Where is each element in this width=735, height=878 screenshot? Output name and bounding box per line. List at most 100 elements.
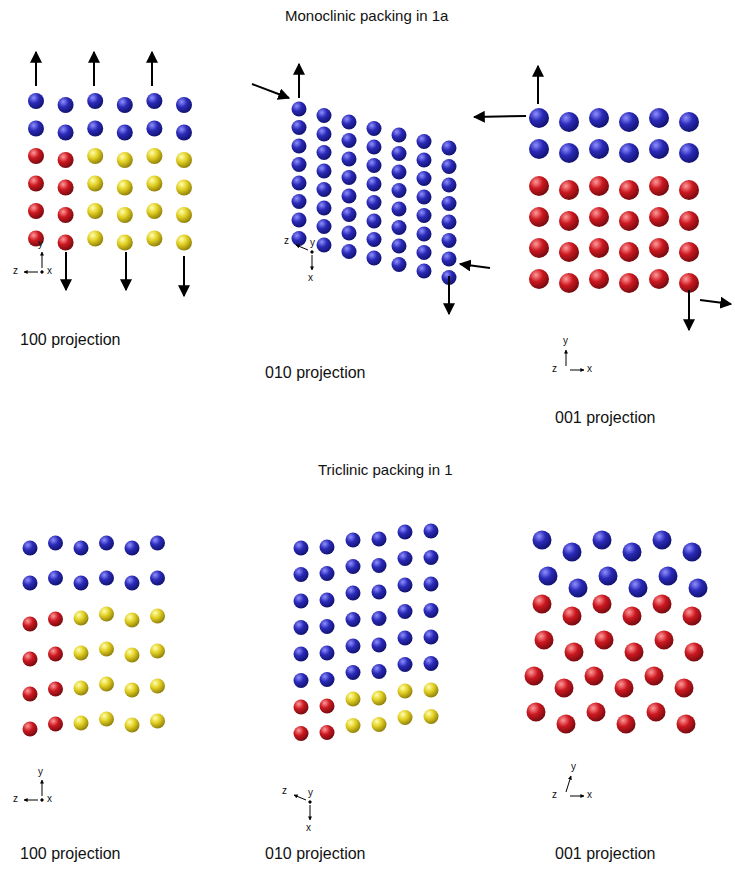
molecule-sphere	[675, 679, 694, 698]
molecule-sphere	[392, 146, 407, 161]
molecule-sphere	[99, 607, 114, 622]
molecule-sphere	[442, 178, 457, 193]
molecule-sphere	[342, 133, 357, 148]
molecule-sphere	[28, 121, 44, 137]
molecule-sphere	[392, 128, 407, 143]
molecule-sphere	[292, 120, 307, 135]
molecule-sphere	[649, 238, 669, 258]
molecule-sphere	[677, 715, 696, 734]
molecule-sphere	[679, 211, 699, 231]
molecule-sphere	[74, 716, 89, 731]
molecule-sphere	[23, 576, 38, 591]
molecule-sphere	[589, 108, 609, 128]
molecule-sphere	[398, 631, 413, 646]
molecule-sphere	[346, 692, 361, 707]
molecule-sphere	[679, 143, 699, 163]
molecule-sphere	[589, 139, 609, 159]
molecule-sphere	[392, 239, 407, 254]
molecule-sphere	[346, 718, 361, 733]
molecule-sphere	[417, 245, 432, 260]
molecule-sphere	[653, 595, 672, 614]
molecule-sphere	[320, 540, 335, 555]
molecule-sphere	[48, 717, 63, 732]
molecule-sphere	[625, 643, 644, 662]
molecule-sphere	[146, 121, 162, 137]
molecule-sphere	[619, 180, 639, 200]
molecule-sphere	[424, 656, 439, 671]
molecule-sphere	[317, 201, 332, 216]
molecule-sphere	[533, 595, 552, 614]
molecule-sphere	[529, 139, 549, 159]
projection-label: 010 projection	[265, 365, 366, 381]
molecule-sphere	[653, 531, 672, 550]
molecule-sphere	[125, 613, 140, 628]
molecule-sphere	[320, 566, 335, 581]
axis-letter: x	[47, 794, 52, 804]
molecule-sphere	[593, 531, 612, 550]
projection-label: 100 projection	[20, 846, 121, 862]
molecule-sphere	[398, 604, 413, 619]
molecule-sphere	[372, 611, 387, 626]
molecule-sphere	[398, 684, 413, 699]
molecule-sphere	[28, 176, 44, 192]
molecule-sphere	[346, 665, 361, 680]
figure-heading: Monoclinic packing in 1a	[285, 8, 448, 23]
sphere-array	[23, 93, 708, 741]
molecule-sphere	[367, 232, 382, 247]
molecule-sphere	[176, 97, 192, 113]
molecule-sphere	[535, 631, 554, 650]
molecule-sphere	[74, 611, 89, 626]
molecule-sphere	[629, 579, 648, 598]
molecule-sphere	[619, 273, 639, 293]
molecule-sphere	[398, 551, 413, 566]
molecule-sphere	[529, 269, 549, 289]
molecule-sphere	[442, 252, 457, 267]
molecule-sphere	[294, 567, 309, 582]
molecule-sphere	[146, 203, 162, 219]
molecule-sphere	[125, 541, 140, 556]
molecule-sphere	[555, 679, 574, 698]
molecule-sphere	[48, 571, 63, 586]
molecule-sphere	[424, 683, 439, 698]
molecule-sphere	[176, 180, 192, 196]
molecule-sphere	[587, 703, 606, 722]
molecule-sphere	[28, 203, 44, 219]
molecule-sphere	[58, 152, 74, 168]
molecule-sphere	[342, 244, 357, 259]
molecule-sphere	[23, 652, 38, 667]
molecule-sphere	[87, 148, 103, 164]
molecule-sphere	[563, 543, 582, 562]
molecule-sphere	[367, 251, 382, 266]
molecule-sphere	[99, 677, 114, 692]
molecule-sphere	[442, 141, 457, 156]
molecule-sphere	[99, 536, 114, 551]
molecule-sphere	[589, 269, 609, 289]
molecule-sphere	[649, 269, 669, 289]
molecule-sphere	[346, 612, 361, 627]
molecule-sphere	[176, 152, 192, 168]
molecule-sphere	[417, 134, 432, 149]
molecule-sphere	[317, 238, 332, 253]
molecule-sphere	[649, 139, 669, 159]
molecule-sphere	[146, 176, 162, 192]
axis-letter: x	[306, 823, 311, 833]
molecule-sphere	[617, 715, 636, 734]
molecule-sphere	[565, 643, 584, 662]
molecule-sphere	[645, 667, 664, 686]
molecule-sphere	[292, 176, 307, 191]
molecule-sphere	[317, 164, 332, 179]
molecule-sphere	[559, 112, 579, 132]
molecule-sphere	[74, 576, 89, 591]
molecule-sphere	[294, 620, 309, 635]
molecule-sphere	[117, 235, 133, 251]
molecule-sphere	[372, 717, 387, 732]
axis-letter: z	[282, 786, 287, 796]
molecule-sphere	[346, 533, 361, 548]
molecule-sphere	[342, 152, 357, 167]
molecule-sphere	[679, 180, 699, 200]
molecule-sphere	[28, 93, 44, 109]
molecule-sphere	[320, 619, 335, 634]
molecule-sphere	[649, 176, 669, 196]
